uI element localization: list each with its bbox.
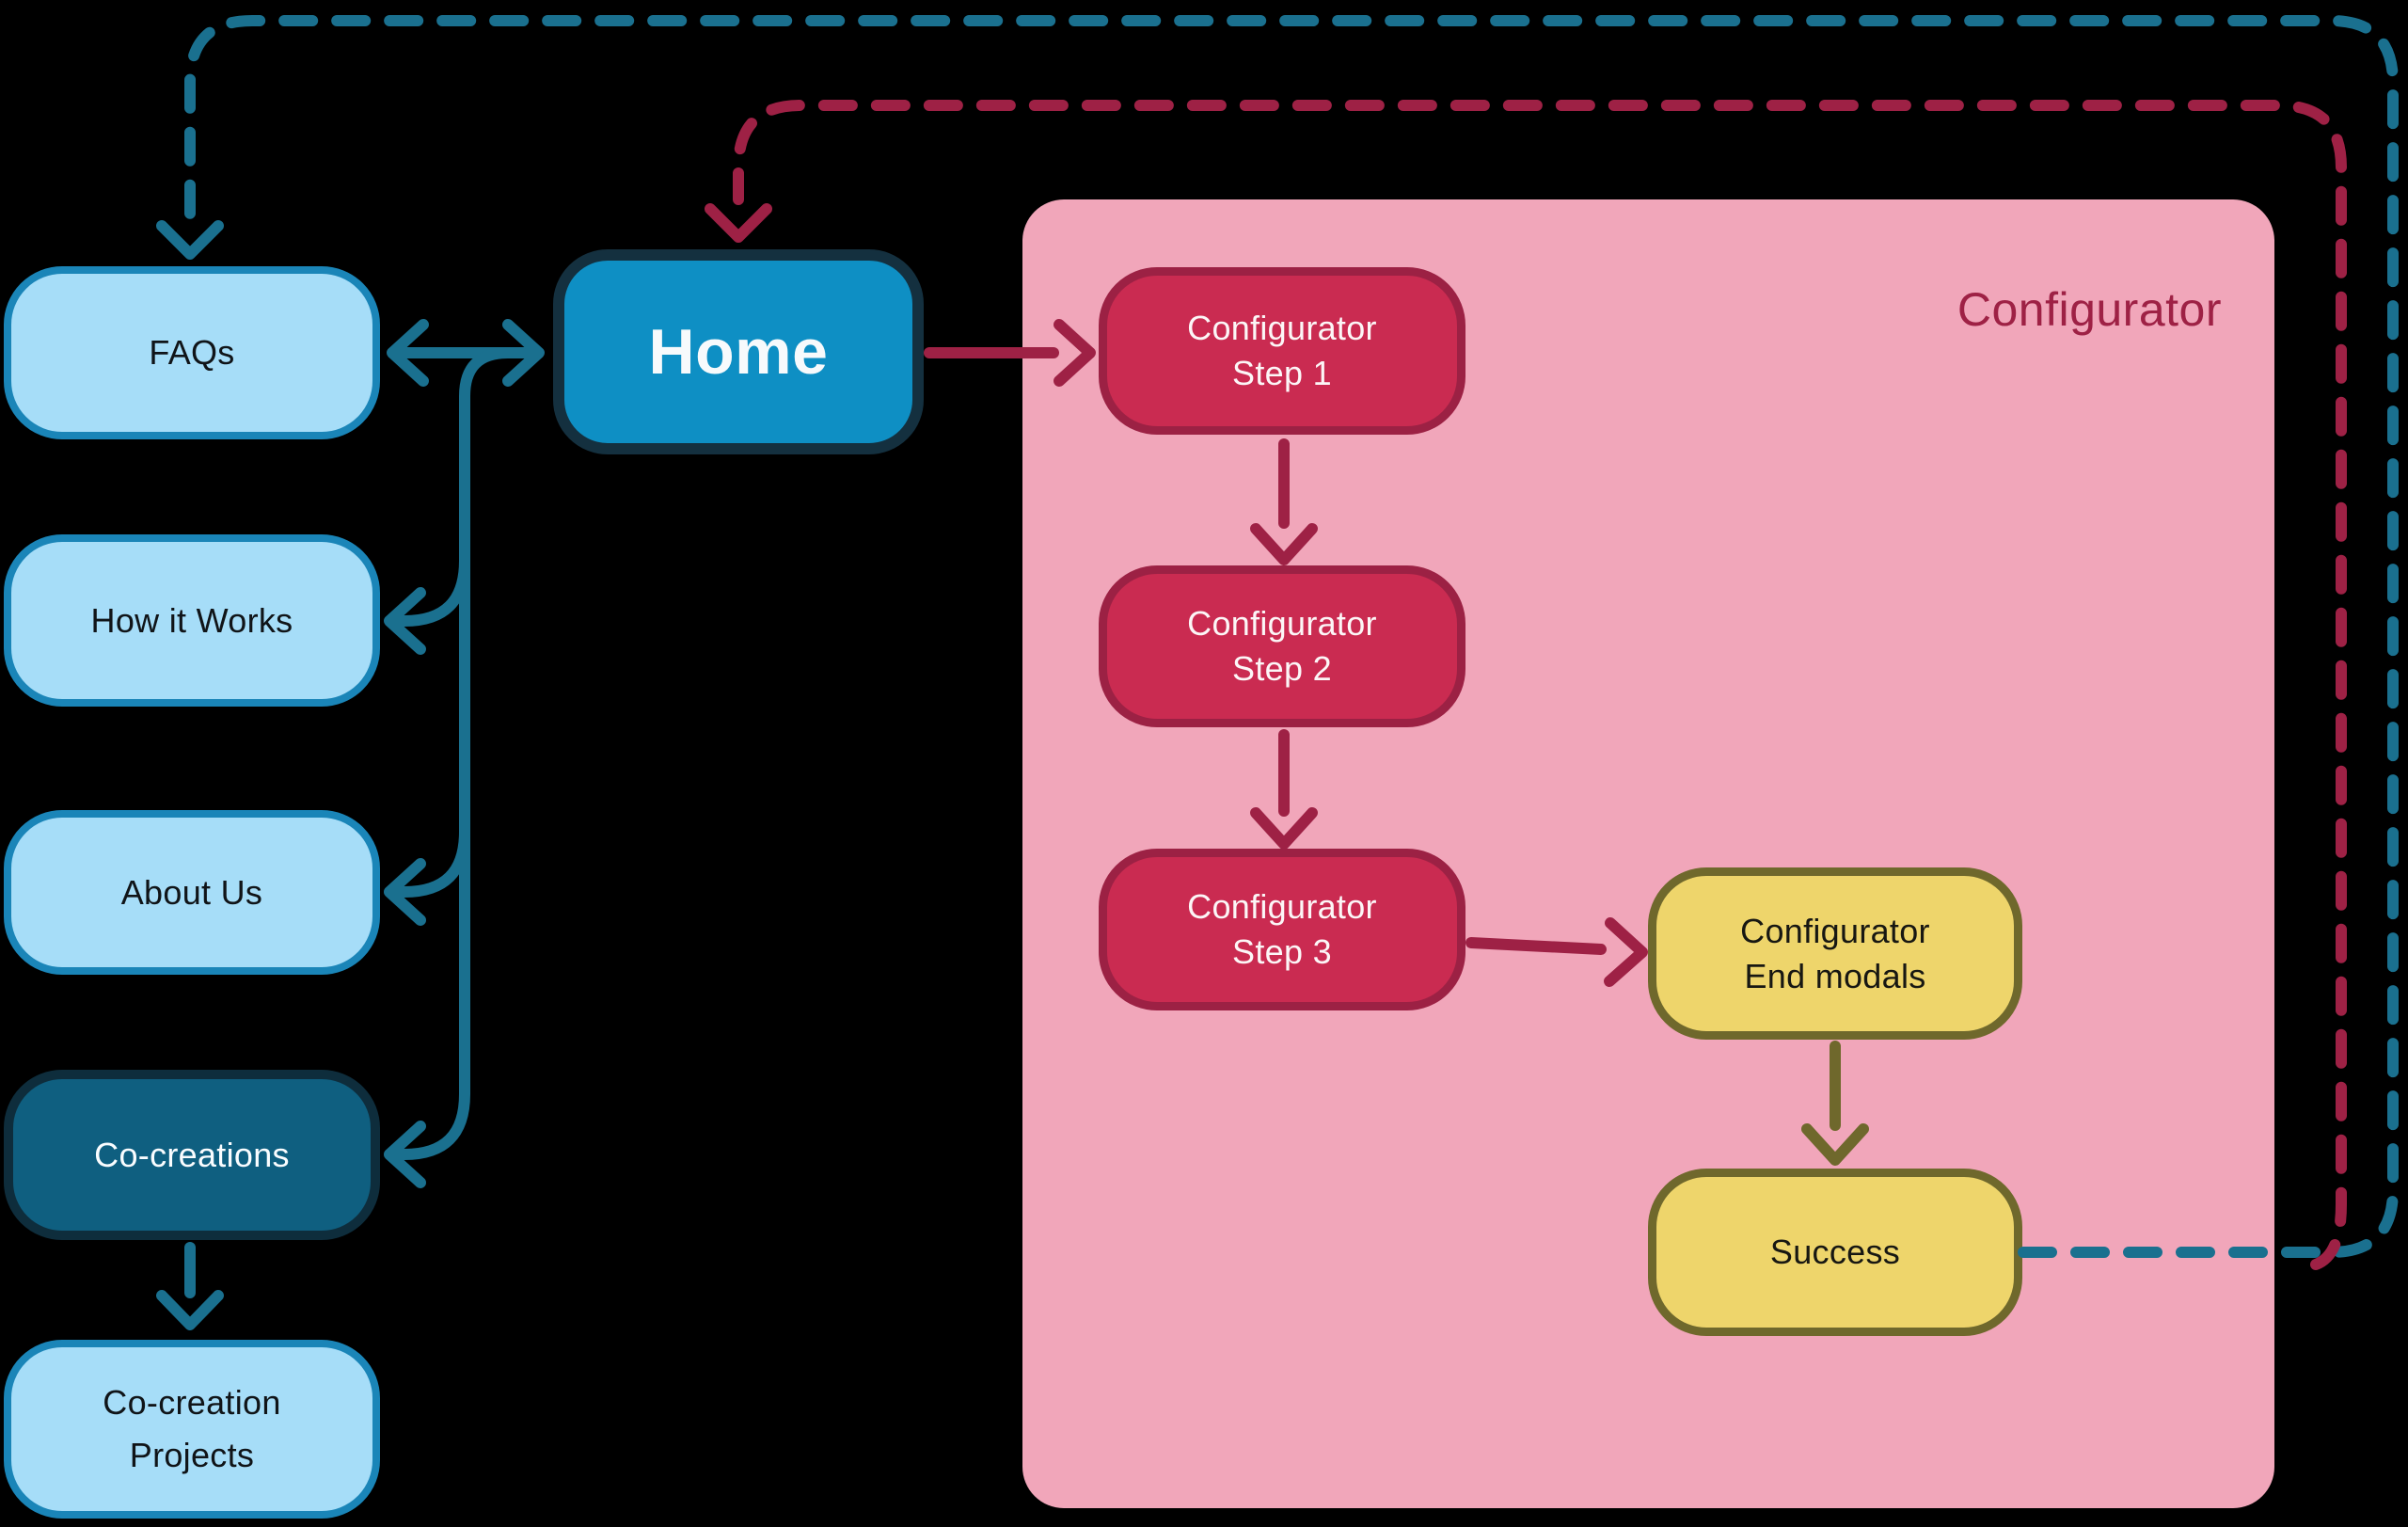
node-configurator-end-modals: Configurator End modals [1648,867,2022,1040]
node-faqs-label: FAQs [149,333,235,372]
node-co-creation-projects: Co-creation Projects [4,1340,380,1519]
node-home: Home [553,249,924,454]
node-step3-line2: Step 3 [1232,932,1332,971]
node-step1-line1: Configurator [1187,309,1377,347]
node-end-modals-line1: Configurator [1740,911,1930,950]
node-about-us: About Us [4,810,380,975]
node-configurator-step-3: Configurator Step 3 [1099,849,1465,1010]
configurator-panel-label: Configurator [1956,283,2222,336]
edge-home-faqs-double-arrow [387,319,545,387]
node-faqs: FAQs [4,266,380,439]
node-end-modals-line2: End modals [1744,956,1926,995]
node-co-creation-projects-line1: Co-creation [103,1383,281,1422]
node-step2-line1: Configurator [1187,604,1377,643]
edge-cocreations-to-projects [156,1242,224,1330]
node-home-label: Home [648,316,829,388]
node-step1-line2: Step 1 [1232,354,1332,392]
node-co-creation-projects-line2: Projects [129,1436,255,1474]
node-co-creations: Co-creations [4,1070,380,1240]
node-success-label: Success [1769,1233,1901,1271]
node-co-creations-label: Co-creations [94,1135,290,1174]
edge-home-to-sections-trunk [384,347,514,1188]
node-step2-line2: Step 2 [1232,649,1332,688]
node-how-it-works: How it Works [4,534,380,707]
node-success: Success [1648,1169,2022,1336]
node-configurator-step-1: Configurator Step 1 [1099,267,1465,435]
node-about-us-label: About Us [120,872,263,912]
node-configurator-step-2: Configurator Step 2 [1099,565,1465,727]
node-step3-line1: Configurator [1187,887,1377,926]
node-how-it-works-label: How it Works [90,600,293,640]
